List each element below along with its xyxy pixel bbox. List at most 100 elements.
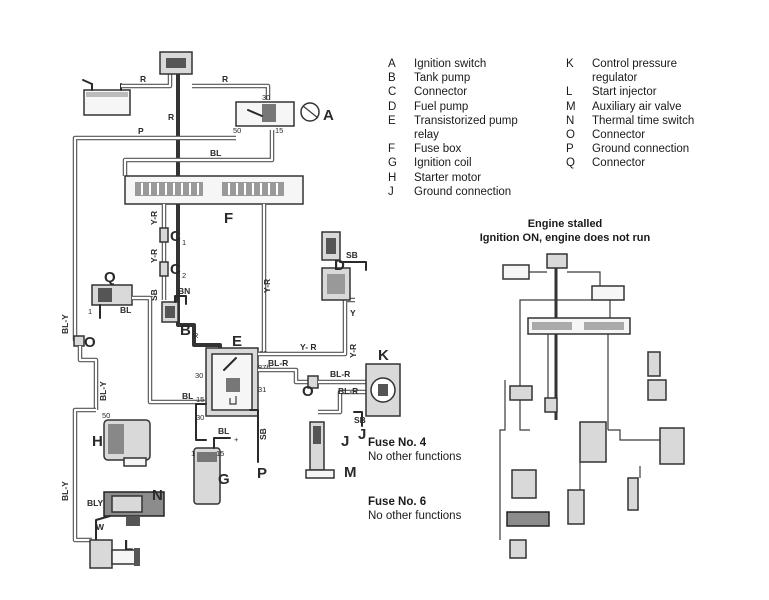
wire-label-yr-d: Y-R bbox=[348, 344, 358, 358]
wire-label-bly-low: BL-Y bbox=[60, 481, 70, 501]
terminal-e-31: 31 bbox=[258, 385, 266, 394]
auxiliary-air-valve bbox=[305, 421, 335, 479]
connector-q bbox=[91, 284, 133, 319]
wire-label-r-battery: R bbox=[140, 74, 146, 84]
label-c1: C bbox=[170, 228, 181, 245]
terminal-a-50: 50 bbox=[233, 126, 241, 135]
ignition-coil bbox=[193, 447, 221, 505]
wire-label-yr-e: Y- R bbox=[300, 342, 317, 352]
label-g: G bbox=[218, 471, 230, 488]
wire-label-y-d: Y bbox=[350, 308, 356, 318]
start-injector bbox=[89, 539, 140, 569]
label-l: L bbox=[124, 537, 133, 554]
terminal-e-30: 30 bbox=[195, 371, 203, 380]
wire-label-p-top: P bbox=[138, 126, 144, 136]
terminal-e-15: 15 bbox=[196, 395, 204, 404]
label-c2: C bbox=[170, 261, 181, 278]
fuse-4-title: Fuse No. 4 bbox=[368, 437, 427, 449]
label-d: D bbox=[334, 257, 345, 274]
wire-label-bly-n: BLY bbox=[87, 498, 104, 508]
battery bbox=[82, 79, 131, 116]
label-b-sub: R bbox=[193, 331, 199, 340]
wire-label-yr-fuse: Y-R bbox=[149, 211, 159, 225]
terminal-a-15: 15 bbox=[275, 126, 283, 135]
fuse-4-note: Fuse No. 4 No other functions bbox=[368, 436, 461, 464]
label-n: N bbox=[152, 487, 163, 504]
main-junction-block bbox=[159, 51, 193, 75]
label-f: F bbox=[224, 210, 233, 227]
terminal-h-50: 50 bbox=[102, 411, 110, 420]
fuse-box bbox=[124, 175, 304, 205]
label-c1-sub: 1 bbox=[182, 238, 186, 247]
wire-label-yr-main: Y-R bbox=[262, 279, 272, 293]
label-c2-sub: 2 bbox=[182, 271, 186, 280]
wire-label-sb-j: SB bbox=[354, 415, 366, 425]
control-pressure-regulator bbox=[365, 363, 401, 417]
terminal-g-1: 1 bbox=[191, 449, 195, 458]
terminal-a-30: 30 bbox=[262, 93, 270, 102]
terminal-g-15: 15 bbox=[216, 449, 224, 458]
wire-label-w-n: W bbox=[96, 522, 105, 532]
wire-label-sb-g: SB bbox=[258, 428, 268, 440]
wire-label-bl-q: BL bbox=[120, 305, 131, 315]
wire-label-blr-o: BL-R bbox=[330, 369, 350, 379]
label-j2: J bbox=[341, 433, 349, 450]
stalled-status-heading: Engine stalled Ignition ON, engine does … bbox=[440, 218, 690, 245]
starter-motor bbox=[103, 419, 151, 467]
label-m: M bbox=[344, 464, 357, 481]
fuel-pump bbox=[321, 231, 367, 301]
thermal-time-switch bbox=[103, 491, 165, 526]
wire-label-bn-b: BN bbox=[178, 286, 190, 296]
status-line-1: Engine stalled bbox=[527, 218, 603, 230]
wire-label-sb-d: SB bbox=[346, 250, 358, 260]
fuse-4-text: No other functions bbox=[368, 451, 462, 463]
label-e: E bbox=[232, 333, 242, 350]
label-h: H bbox=[92, 433, 103, 450]
wire-label-bly-mid: BL-Y bbox=[98, 381, 108, 401]
ignition-switch: 30 50 15 bbox=[233, 93, 320, 135]
terminal-e-30b: 30 bbox=[196, 413, 204, 422]
wire-label-bl-top: BL bbox=[210, 148, 221, 158]
fuse-6-text: No other functions bbox=[368, 510, 462, 522]
label-o1: O bbox=[84, 334, 96, 351]
label-j1: J bbox=[358, 426, 366, 443]
wire-label-r-top: R bbox=[222, 74, 228, 84]
label-a: A bbox=[323, 107, 334, 124]
legend-item-e-cont: relay bbox=[414, 128, 439, 141]
legend-item-k-cont: regulator bbox=[592, 72, 638, 85]
wire-label-sb-b: SB bbox=[149, 289, 159, 301]
wire-label-blr-k: BL-R bbox=[338, 386, 358, 396]
pump-relay bbox=[205, 347, 259, 417]
wire-label-bl-mid: BL bbox=[182, 391, 193, 401]
fuse-6-note: Fuse No. 6 No other functions bbox=[368, 495, 461, 523]
status-line-2: Ignition ON, engine does not run bbox=[479, 231, 651, 244]
terminal-e-87b: 87b bbox=[258, 363, 271, 372]
label-k: K bbox=[378, 347, 389, 364]
terminal-q-1: 1 bbox=[88, 307, 92, 316]
label-p: P bbox=[257, 465, 267, 482]
wire-label-yr-c: Y-R bbox=[149, 249, 159, 263]
fuse-6-title: Fuse No. 6 bbox=[368, 496, 427, 508]
label-b: B bbox=[180, 322, 191, 339]
wire-label-bly-left: BL-Y bbox=[60, 314, 70, 334]
terminal-g-plus: + bbox=[234, 435, 239, 444]
stalled-state-diagram bbox=[499, 253, 685, 559]
